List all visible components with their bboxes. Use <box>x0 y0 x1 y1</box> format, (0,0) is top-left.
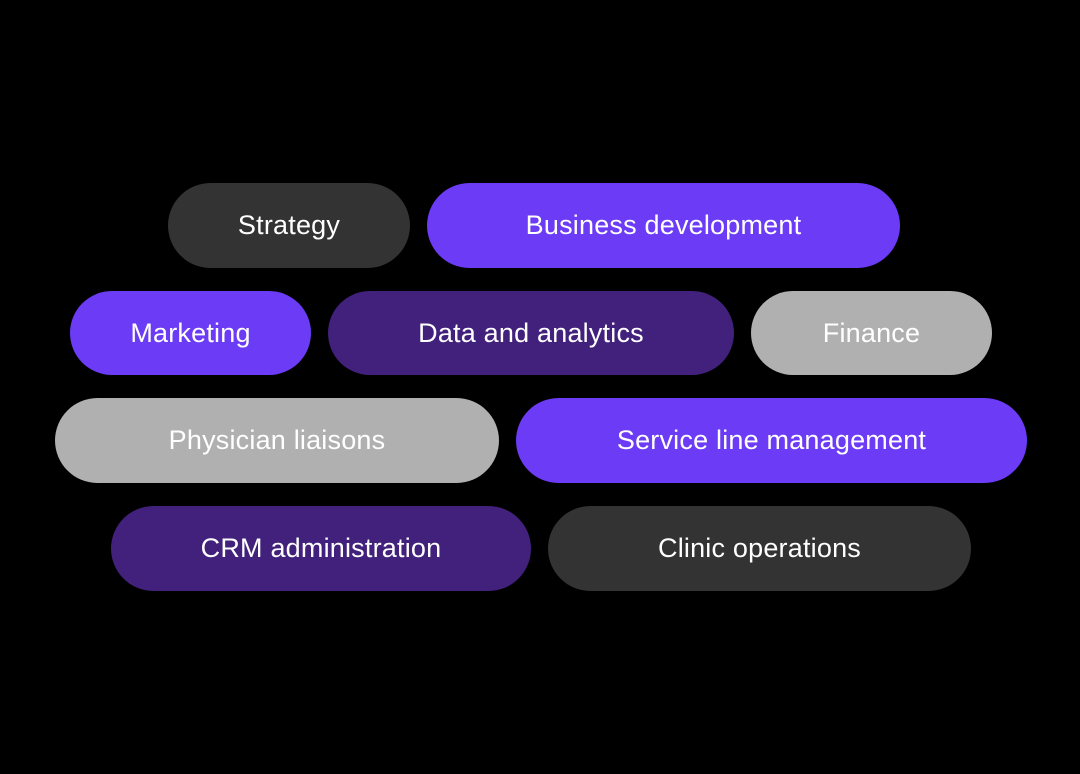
pill-label: Clinic operations <box>658 533 861 563</box>
pill-label: Finance <box>822 317 921 348</box>
pill-crm-administration: CRM administration <box>111 506 531 591</box>
pill-clinic-operations: Clinic operations <box>548 506 971 591</box>
pill-label: Business development <box>525 210 802 240</box>
pill-label: Data and analytics <box>418 317 644 348</box>
pill-label: Physician liaisons <box>168 425 386 455</box>
pill-strategy: Strategy <box>168 183 410 268</box>
pill-finance: Finance <box>751 291 992 375</box>
pill-label: Service line management <box>616 425 927 455</box>
pill-label: Marketing <box>130 317 251 348</box>
pill-physician-liaisons: Physician liaisons <box>55 398 499 483</box>
pill-business-development: Business development <box>427 183 900 268</box>
pill-label: CRM administration <box>200 533 442 563</box>
pill-service-line-management: Service line management <box>516 398 1027 483</box>
pill-label: Strategy <box>237 210 341 240</box>
pill-marketing: Marketing <box>70 291 311 375</box>
pill-data-and-analytics: Data and analytics <box>328 291 734 375</box>
